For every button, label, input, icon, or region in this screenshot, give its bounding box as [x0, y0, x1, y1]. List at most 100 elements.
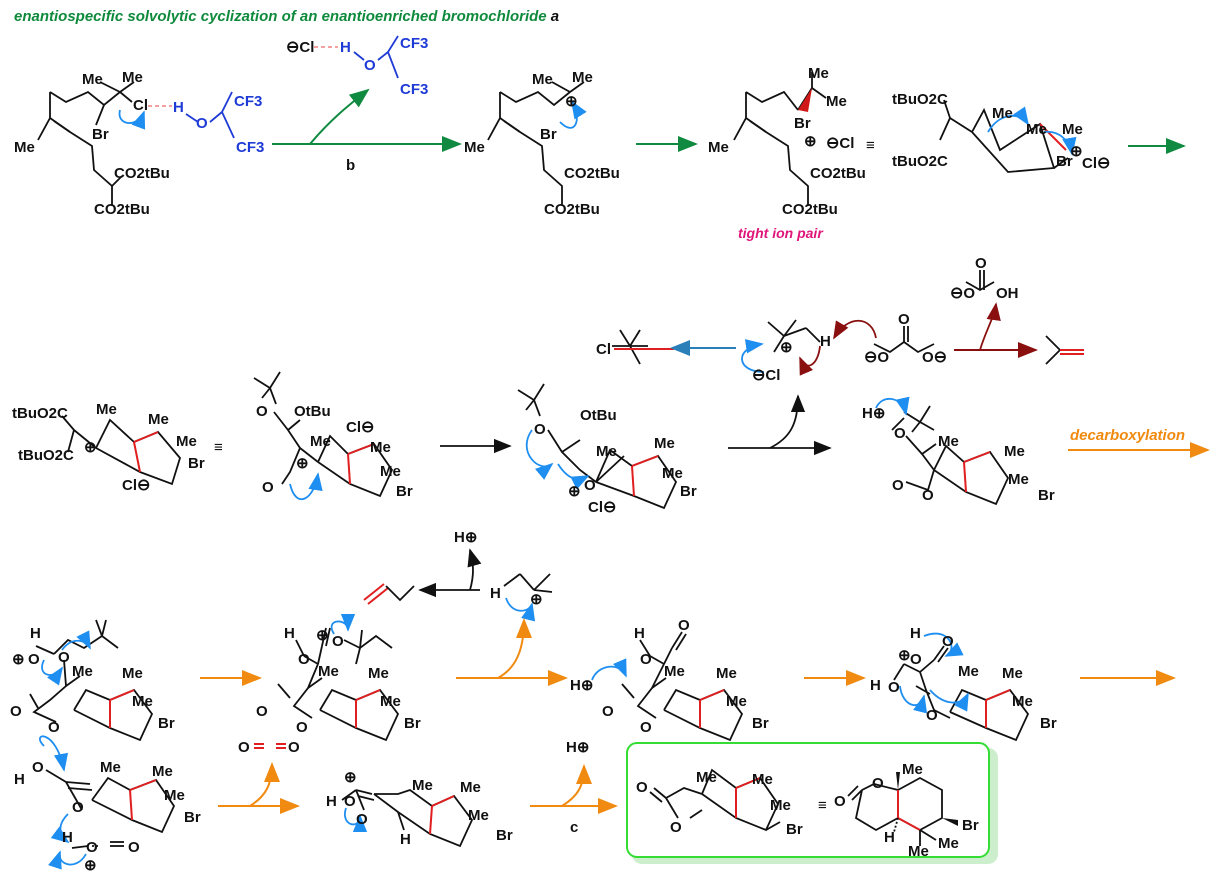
label-c: c: [570, 819, 578, 836]
atom-me: Me: [708, 139, 729, 156]
atom-h: H: [910, 625, 921, 642]
atom-me: Me: [464, 139, 485, 156]
atom-me: Me: [596, 443, 617, 460]
decarboxylation-ts-e: [39, 735, 176, 870]
atom-me: Me: [664, 663, 685, 680]
group-tbuo2c: tBuO2C: [18, 447, 74, 464]
atom-o: O: [344, 793, 356, 810]
atom-me: Me: [908, 843, 929, 860]
group-tbuo2c: tBuO2C: [892, 153, 948, 170]
bromonium-plus: ⊕: [804, 133, 817, 150]
atom-me: Me: [176, 433, 197, 450]
atom-me: Me: [318, 663, 339, 680]
atom-br: Br: [1038, 487, 1055, 504]
proton: H⊕: [862, 405, 885, 422]
atom-o: O: [296, 719, 308, 736]
group-otbu: OtBu: [580, 407, 617, 424]
atom-me: Me: [938, 433, 959, 450]
atom-br: Br: [540, 126, 557, 143]
atom-o: O: [898, 311, 910, 328]
atom-cf3: CF3: [234, 93, 262, 110]
atom-me: Me: [958, 663, 979, 680]
equivalence-sign: ≡: [818, 797, 827, 814]
group-co2tbu: CO2tBu: [94, 201, 150, 218]
atom-me: Me: [808, 65, 829, 82]
atom-me: Me: [1004, 443, 1025, 460]
protonated-ester-b: [277, 613, 400, 742]
atom-me: Me: [532, 71, 553, 88]
atom-cf3: CF3: [236, 139, 264, 156]
atom-me: Me: [380, 463, 401, 480]
product-lactone-chair: [649, 768, 781, 832]
carbonate-o-minus: ⊖O: [864, 349, 889, 366]
group-co2tbu: CO2tBu: [564, 165, 620, 182]
atom-me: Me: [460, 779, 481, 796]
tertiary-carbocation: [487, 81, 587, 206]
chloride-anion: ⊖Cl: [826, 135, 854, 152]
chloride-anion: Cl⊖: [122, 477, 150, 494]
atom-me: Me: [72, 663, 93, 680]
atom-me: Me: [572, 69, 593, 86]
atom-cf3: CF3: [400, 35, 428, 52]
atom-h: H: [284, 625, 295, 642]
atom-o: O: [892, 477, 904, 494]
ester-participation-cation: [253, 371, 394, 500]
product-box: [626, 742, 990, 858]
atom-br: Br: [92, 126, 109, 143]
atom-me: Me: [1008, 471, 1029, 488]
atom-o: O: [834, 793, 846, 810]
atom-o: O: [942, 633, 954, 650]
proton: H⊕: [566, 739, 589, 756]
scheme-title: enantiospecific solvolytic cyclization o…: [14, 8, 559, 25]
atom-h: H: [14, 771, 25, 788]
atom-o: O: [238, 739, 250, 756]
atom-o: O: [894, 425, 906, 442]
product-lactone-flat: [847, 772, 958, 846]
group-co2tbu: CO2tBu: [544, 201, 600, 218]
atom-o: O: [975, 255, 987, 272]
atom-me: Me: [148, 411, 169, 428]
cation-plus: ⊕: [568, 483, 581, 500]
atom-me: Me: [412, 777, 433, 794]
atom-me: Me: [100, 759, 121, 776]
atom-cf3: CF3: [400, 81, 428, 98]
atom-o: O: [640, 651, 652, 668]
atom-me: Me: [370, 439, 391, 456]
curved-arrow-co2-loss: [249, 762, 280, 807]
atom-me: Me: [938, 835, 959, 852]
group-co2tbu: CO2tBu: [810, 165, 866, 182]
atom-me: Me: [716, 665, 737, 682]
atom-h: H: [634, 625, 645, 642]
proton: H⊕: [454, 529, 477, 546]
atom-br: Br: [752, 715, 769, 732]
group-tbuo2c: tBuO2C: [12, 405, 68, 422]
atom-o: O: [602, 703, 614, 720]
atom-o: O: [332, 633, 344, 650]
atom-me: Me: [662, 465, 683, 482]
atom-br: Br: [1040, 715, 1057, 732]
atom-me: Me: [368, 665, 389, 682]
tbutyl-cation-subscheme: [612, 270, 1084, 376]
atom-h: H: [30, 625, 41, 642]
atom-o: O: [196, 115, 208, 132]
isobutylene-release-subscheme: [363, 548, 553, 622]
curved-arrow-hfip-release: [309, 88, 370, 145]
label-tight-ion-pair: tight ion pair: [738, 225, 824, 241]
hfip-chloride-complex: [314, 35, 399, 79]
atom-me: Me: [1026, 121, 1047, 138]
protonated-lactone: [875, 396, 1010, 506]
atom-me: Me: [164, 787, 185, 804]
atom-o: O: [356, 811, 368, 828]
atom-o: O: [364, 57, 376, 74]
atom-br: Br: [404, 715, 421, 732]
atom-o: O: [678, 617, 690, 634]
atom-o: O: [910, 651, 922, 668]
equivalence-sign: ≡: [866, 137, 875, 154]
atom-o: O: [48, 719, 60, 736]
atom-o: O: [86, 839, 98, 856]
atom-me: Me: [770, 797, 791, 814]
atom-o: O: [262, 479, 274, 496]
atom-o: O: [298, 651, 310, 668]
proton: H⊕: [570, 677, 593, 694]
